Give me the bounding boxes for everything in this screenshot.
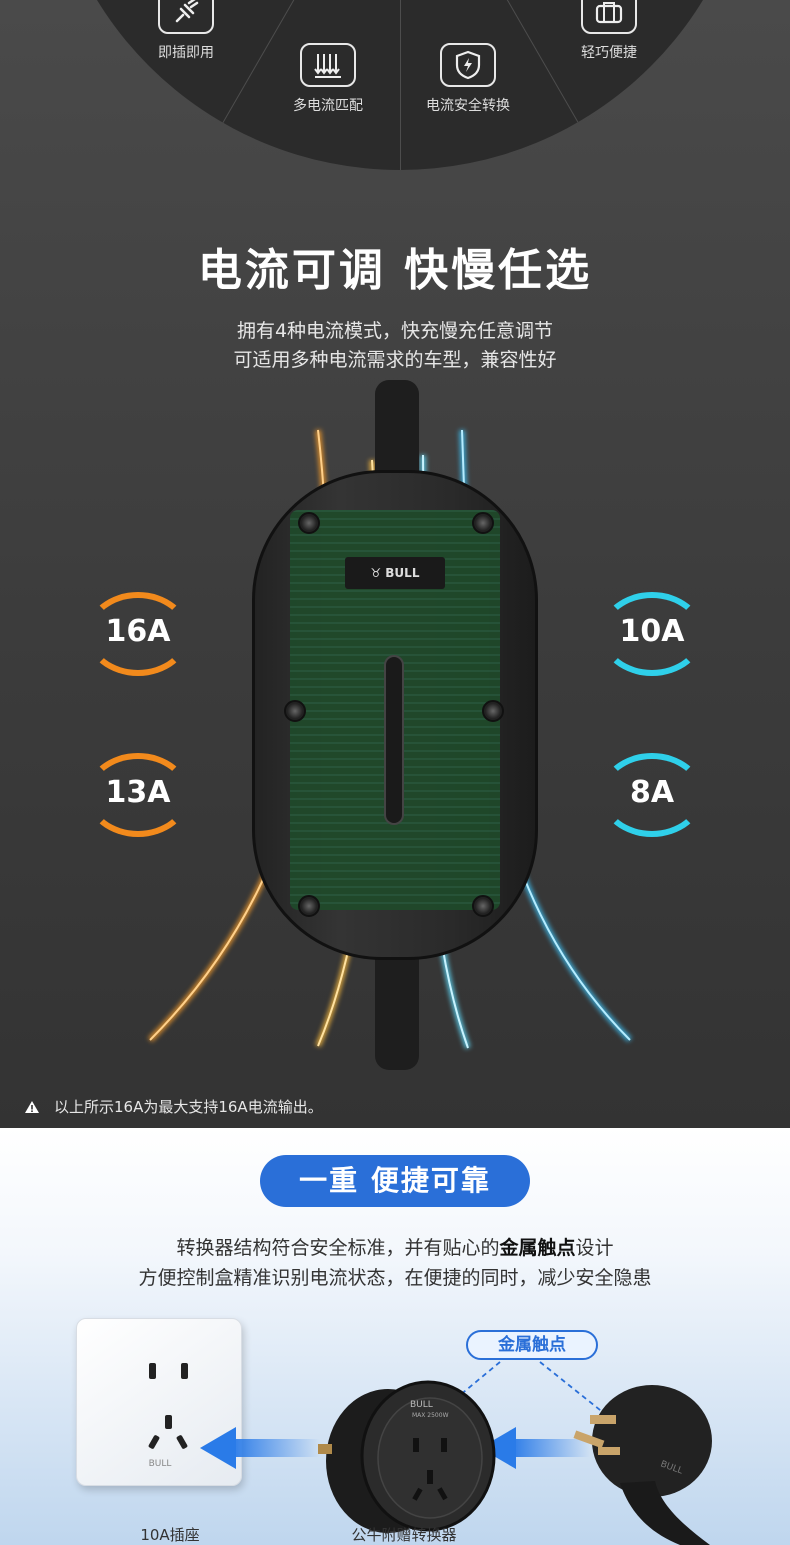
disc-divider (400, 0, 401, 170)
charging-plug: BULL (560, 1363, 790, 1545)
bull-logo-icon: ♉ (370, 566, 382, 580)
line1-text-end: 设计 (575, 1237, 614, 1259)
mode-label: 16A (105, 614, 171, 649)
reliability-line-2: 方便控制盒精准识别电流状态，在便捷的同时，减少安全隐患 (138, 1267, 652, 1289)
briefcase-icon (581, 0, 637, 34)
section-subtitle-1: 拥有4种电流模式，快充慢充任意调节 (236, 320, 554, 342)
socket-hole (175, 1434, 189, 1450)
section-title-pill: 一重 便捷可靠 (260, 1155, 530, 1207)
screw (482, 700, 504, 722)
feature-label: 即插即用 (158, 45, 214, 61)
mode-badge-16a: 16A (86, 592, 190, 676)
section-title: 电流可调 快慢任选 (197, 245, 593, 296)
current-arrows-icon (300, 43, 356, 87)
reliability-section: 一重 便捷可靠 转换器结构符合安全标准，并有贴心的金属触点设计 方便控制盒精准识… (0, 1128, 790, 1545)
cable-bottom (375, 940, 419, 1070)
feature-multi-current: 多电流匹配 (268, 43, 388, 115)
warning-icon (25, 1100, 39, 1113)
adapter-brand: BULL (410, 1400, 433, 1410)
brand-chip: ♉BULL (345, 557, 445, 589)
plug-icon (158, 0, 214, 34)
metal-contact-label: 金属触点 (466, 1330, 598, 1360)
device-brand-text: BULL (385, 566, 420, 580)
screw (472, 512, 494, 534)
socket-caption: 10A插座 (140, 1526, 200, 1544)
wall-socket: BULL (76, 1318, 242, 1486)
adapter-rating: MAX 2500W (412, 1412, 449, 1419)
feature-label: 电流安全转换 (426, 98, 510, 114)
feature-plug-and-play: 即插即用 (126, 0, 246, 62)
mode-label: 13A (105, 775, 171, 810)
feature-label: 多电流匹配 (293, 98, 363, 114)
feature-label: 轻巧便捷 (581, 45, 637, 61)
indicator-slot (384, 655, 404, 825)
reliability-line-1: 转换器结构符合安全标准，并有贴心的金属触点设计 (0, 1233, 790, 1260)
socket-hole (147, 1434, 161, 1450)
feature-safety-switch: 电流安全转换 (408, 43, 528, 115)
socket-hole (149, 1363, 156, 1379)
shield-bolt-icon (440, 43, 496, 87)
arrow-left-icon (480, 1427, 590, 1469)
socket-hole (181, 1363, 188, 1379)
screw (298, 895, 320, 917)
arrow-left-icon (200, 1427, 320, 1469)
disclaimer-text: 以上所示16A为最大支持16A电流输出。 (54, 1098, 323, 1116)
line1-text: 转换器结构符合安全标准，并有贴心的 (176, 1237, 500, 1259)
mode-badge-10a: 10A (600, 592, 704, 676)
screw (298, 512, 320, 534)
mode-label: 10A (619, 614, 685, 649)
mode-label: 8A (629, 775, 675, 810)
adapter-caption: 公牛附赠转换器 (351, 1526, 457, 1544)
socket-hole (165, 1415, 172, 1429)
disclaimer-note: 以上所示16A为最大支持16A电流输出。 (24, 1096, 323, 1117)
adapter: BULL MAX 2500W (318, 1366, 496, 1544)
control-box: ♉BULL (250, 380, 540, 1080)
screw (284, 700, 306, 722)
current-section: 即插即用 多电流匹配 电流安全转换 轻巧便捷 电流可调 快慢任选 拥有4种电流模… (0, 0, 790, 1128)
mode-badge-13a: 13A (86, 753, 190, 837)
feature-portable: 轻巧便捷 (549, 0, 669, 62)
line1-highlight: 金属触点 (499, 1237, 576, 1259)
section-subtitle-2: 可适用多种电流需求的车型，兼容性好 (233, 349, 557, 371)
mode-badge-8a: 8A (600, 753, 704, 837)
socket-brand: BULL (148, 1459, 172, 1469)
screw (472, 895, 494, 917)
